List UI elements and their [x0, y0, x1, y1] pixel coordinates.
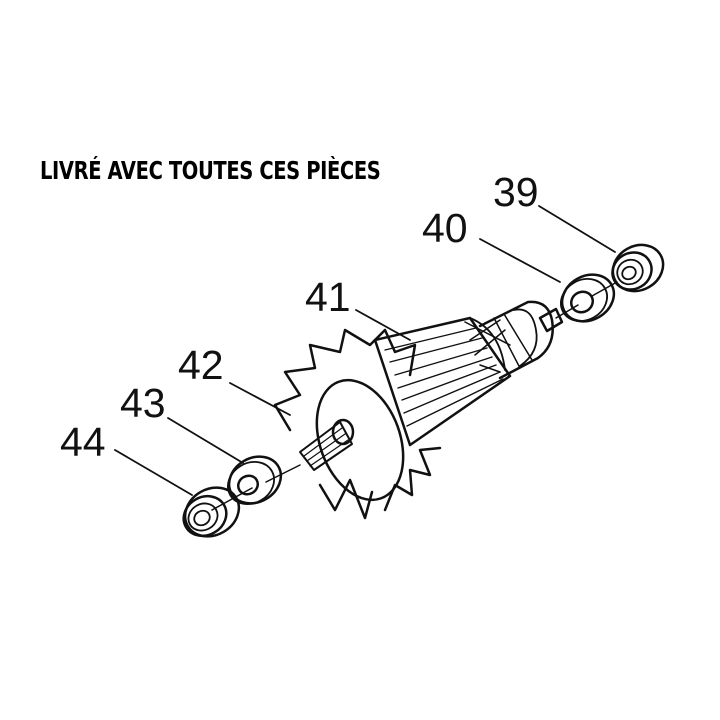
part-label-41: 41 [305, 274, 351, 320]
part-label-40: 40 [422, 205, 468, 251]
armature-41-icon [299, 300, 564, 471]
bearing-39-icon [611, 243, 665, 293]
washer-43-icon [227, 455, 283, 505]
part-label-42: 42 [178, 342, 224, 388]
part-label-44: 44 [60, 419, 106, 465]
part-label-43: 43 [120, 380, 166, 426]
headline-text: LIVRÉ AVEC TOUTES CES PIÈCES [40, 156, 381, 185]
leader-lines [114, 205, 616, 496]
bearing-44-icon [182, 486, 241, 538]
fan-42-icon [273, 328, 442, 520]
part-label-39: 39 [493, 169, 539, 215]
washer-40-icon [560, 273, 616, 323]
